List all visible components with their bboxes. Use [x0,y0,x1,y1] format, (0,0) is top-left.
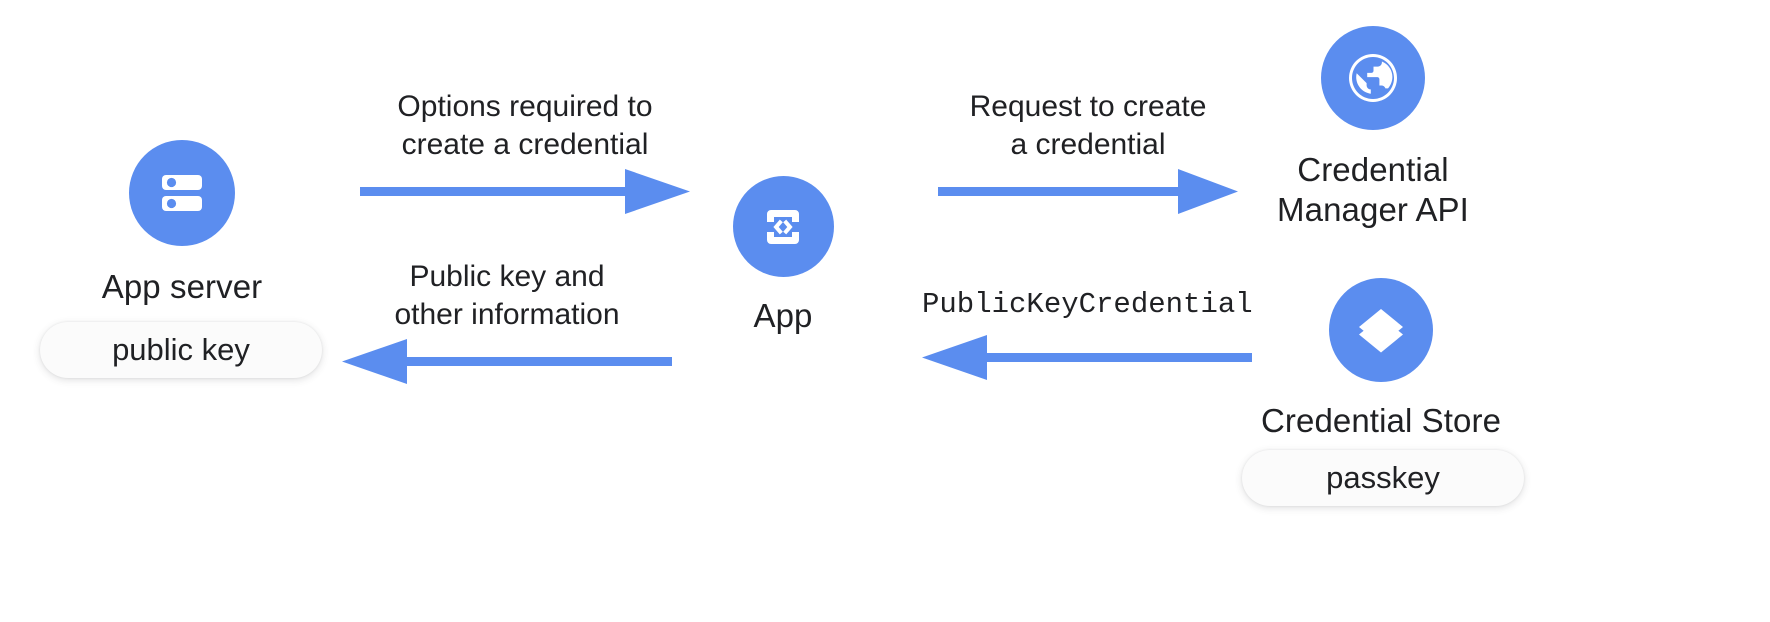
arrow-options-required: Options required to create a credential [360,88,690,218]
node-label-credential-store: Credential Store [1260,402,1502,439]
node-label-app-server: App server [101,268,263,305]
arrow-caption-publickeycredential: PublicKeyCredential [922,288,1253,321]
arrow-shape-left [922,335,1252,380]
arrow-public-key-other-information: Public key and other information [342,258,672,388]
pill-public-key[interactable]: public key [40,322,322,378]
node-credential-manager-api: Credential Manager API [1232,26,1514,231]
arrow-caption-options-required: Options required to create a credential [397,90,653,162]
arrow-shape-right [360,169,690,214]
pill-public-key-label: public key [112,332,250,367]
node-label-app: App [753,297,813,334]
pill-passkey[interactable]: passkey [1242,450,1524,506]
pill-passkey-label: passkey [1326,460,1440,495]
arrow-request-to-create: Request to create a credential [938,88,1238,218]
arrow-caption-request-to-create: Request to create a credential [969,90,1207,162]
node-app: App [688,176,878,335]
globe-icon [1321,26,1425,130]
arrow-shape-right [938,169,1238,214]
arrow-caption-public-key-other-information: Public key and other information [394,260,620,332]
arrow-publickeycredential: PublicKeyCredential [922,286,1253,388]
node-credential-store: Credential Store [1240,278,1522,440]
server-icon [129,140,235,246]
node-label-credential-manager-api: Credential Manager API [1277,151,1469,229]
arrow-shape-left [342,339,672,384]
phone-code-icon [732,176,834,277]
layers-icon [1329,278,1433,382]
node-app-server: App server [40,140,324,306]
